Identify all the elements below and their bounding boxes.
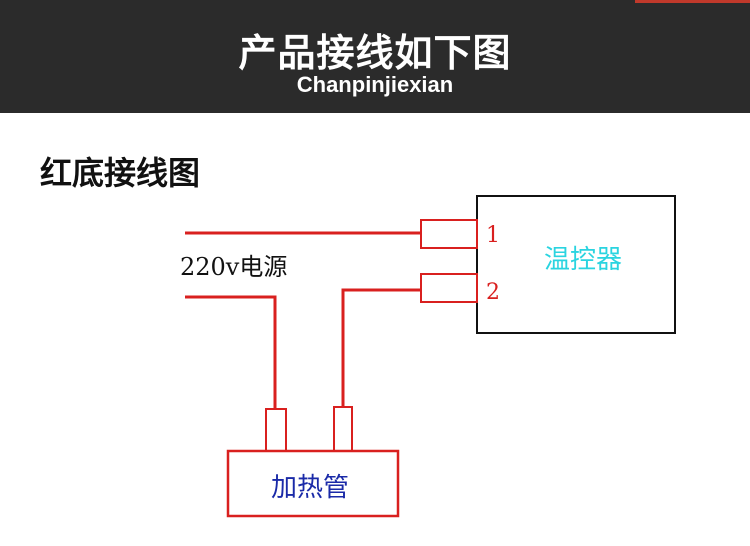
header-banner: 产品接线如下图 Chanpinjiexian — [0, 0, 750, 113]
power-label: 220v电源 — [180, 253, 287, 281]
power-wire-bottom — [185, 295, 277, 410]
heater-connector-right — [333, 406, 353, 452]
page-title: 产品接线如下图 — [238, 31, 512, 75]
header-accent-bar — [635, 0, 750, 3]
heater-connector-left — [265, 408, 287, 452]
heater-label: 加热管 — [271, 473, 349, 503]
section-title: 红底接线图 — [40, 154, 201, 192]
controller-label: 温控器 — [544, 245, 622, 275]
page-subtitle: Chanpinjiexian — [296, 72, 454, 97]
terminal-2-wire — [341, 288, 421, 408]
controller-box — [476, 195, 676, 334]
terminal-2-label: 2 — [486, 280, 500, 305]
heater-box — [226, 449, 400, 518]
terminal-1-connector — [420, 219, 478, 249]
terminal-2-connector — [420, 273, 478, 303]
terminal-1-label: 1 — [486, 223, 500, 248]
